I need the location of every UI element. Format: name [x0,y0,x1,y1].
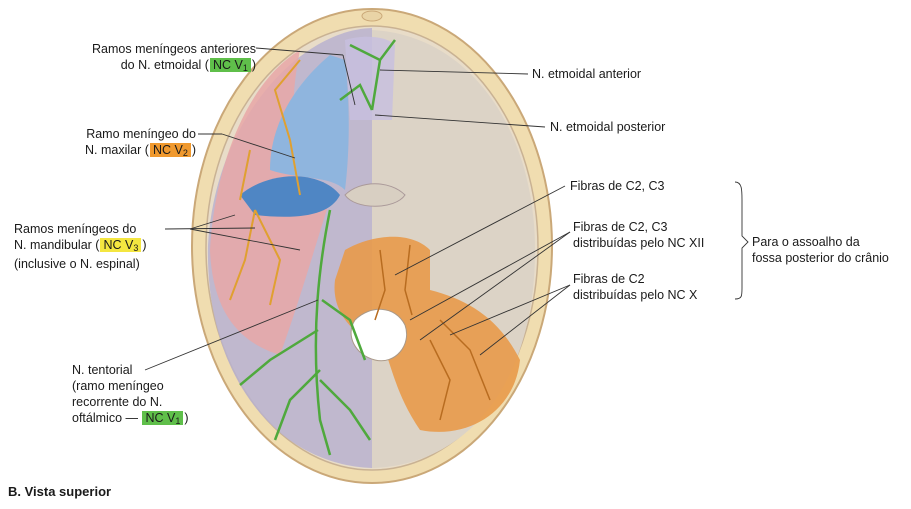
label-text: oftálmico — [72,411,142,425]
label-mandibular-line3: (inclusive o N. espinal) [14,257,140,271]
label-fibers-c2c3: Fibras de C2, C3 [570,179,665,193]
leader-tentorial [144,299,319,371]
leader-anterior-branches-2 [342,54,356,106]
label-maxillary-branch: Ramo meníngeo do N. maxilar (NC V2) [40,126,196,161]
tag-nc-v3: NC V3 [100,238,142,253]
nerve-tentorial-branch-4 [319,379,372,441]
nerves-green [239,39,396,456]
label-fibers-xii: Fibras de C2, C3 distribuídas pelo NC XI… [573,219,704,251]
tag-text: NC V [103,238,134,252]
tag-sub: 3 [133,243,139,253]
nerve-tentorial [314,209,332,456]
leader-anterior-ethmoidal [379,69,529,75]
label-tentorial: N. tentorial (ramo meníngeo recorrente d… [72,362,189,429]
fiber-c2c3-1 [374,249,386,321]
leader-mandibular-b [189,214,236,230]
leader-fibers-xii-2 [419,231,571,341]
label-anterior-branches: Ramos meníngeos anteriores do N. etmoida… [60,41,256,76]
fiber-c2c3-2 [404,244,413,316]
label-mandibular-line2: N. mandibular (NC V3) [14,237,147,256]
label-fibers-xii-line2: distribuídas pelo NC XII [573,236,705,250]
label-text: ) [251,58,256,72]
label-posterior-fossa-line2: fossa posterior do crânio [752,251,889,265]
label-fibers-x: Fibras de C2 distribuídas pelo NC X [573,271,697,303]
nerve-mandibular-1 [229,209,256,301]
label-tentorial-line3: recorrente do N. [72,395,163,409]
label-maxillary-line1: Ramo meníngeo do [86,127,196,141]
crista-galli [361,10,383,22]
label-text: ) [191,143,196,157]
blue-region-sphenoid [240,176,340,217]
label-maxillary-line2: N. maxilar (NC V2) [40,142,196,161]
leader-posterior-ethmoidal [374,114,546,128]
nerve-ethmoid-branch [349,43,381,62]
label-anterior-ethmoidal: N. etmoidal anterior [532,67,642,81]
label-anterior-branches-line1: Ramos meníngeos anteriores [92,42,256,56]
nerve-maxillary [273,59,301,196]
nerve-mandibular-3 [239,149,251,201]
label-tentorial-line1: N. tentorial [72,363,133,377]
nerve-tentorial-branch-2 [239,328,319,386]
label-text: N. maxilar ( [85,143,149,157]
tag-text: NC V [145,411,176,425]
nerve-ethmoid-posterior [339,83,374,111]
tag-sub: 1 [242,63,248,73]
tag-nc-v1: NC V1 [209,58,251,73]
label-text: do N. etmoidal ( [120,58,209,72]
label-fibers-xii-line1: Fibras de C2, C3 [573,220,668,234]
label-text: N. mandibular ( [14,238,100,252]
tag-text: NC V [152,143,183,157]
leader-mandibular-a [164,227,256,230]
leader-fibers-x-1 [449,284,571,336]
nerve-tentorial-branch-1 [321,298,367,361]
brace-posterior-fossa [734,181,749,300]
nerves-c2c3 [374,244,491,421]
leader-mandibular-c [189,228,301,251]
leader-lines [144,47,749,371]
foramen-magnum [350,308,407,362]
leader-fibers-xii-1 [409,231,571,321]
figure-caption: B. Vista superior [8,484,112,499]
tag-nc-v2: NC V2 [149,143,191,158]
label-tentorial-line4: oftálmico — NC V1) [72,410,189,429]
label-fibers-x-line1: Fibras de C2 [573,272,645,286]
nerves-orange [229,59,301,306]
fiber-c2-1 [439,319,491,401]
leader-anterior-branches [255,47,344,56]
label-posterior-ethmoidal: N. etmoidal posterior [550,120,666,134]
label-mandibular-line1: Ramos meníngeos do [14,222,137,236]
tag-text: NC V [212,58,243,72]
tag-nc-v1: NC V1 [142,411,184,426]
leader-fibers-c2c3 [394,185,566,276]
tag-sub: 2 [182,148,188,158]
nerve-tentorial-branch-3 [273,369,321,441]
label-posterior-fossa-line1: Para o assoalho da [752,235,860,249]
tag-sub: 1 [175,416,181,426]
label-tentorial-line2: (ramo meníngeo [72,379,164,393]
leader-maxillary-b [221,133,296,159]
sella-turcica [344,183,406,207]
label-anterior-branches-line2: do N. etmoidal (NC V1) [60,57,256,76]
label-text: ) [184,411,189,425]
leader-fibers-x-2 [479,284,571,356]
label-mandibular-branches: Ramos meníngeos do N. mandibular (NC V3)… [14,221,147,272]
label-text: ) [142,238,147,252]
label-posterior-fossa: Para o assoalho da fossa posterior do cr… [752,234,889,266]
label-fibers-x-line2: distribuídas pelo NC X [573,288,698,302]
fiber-c2-2 [429,339,451,421]
nerve-mandibular-2 [254,209,282,306]
